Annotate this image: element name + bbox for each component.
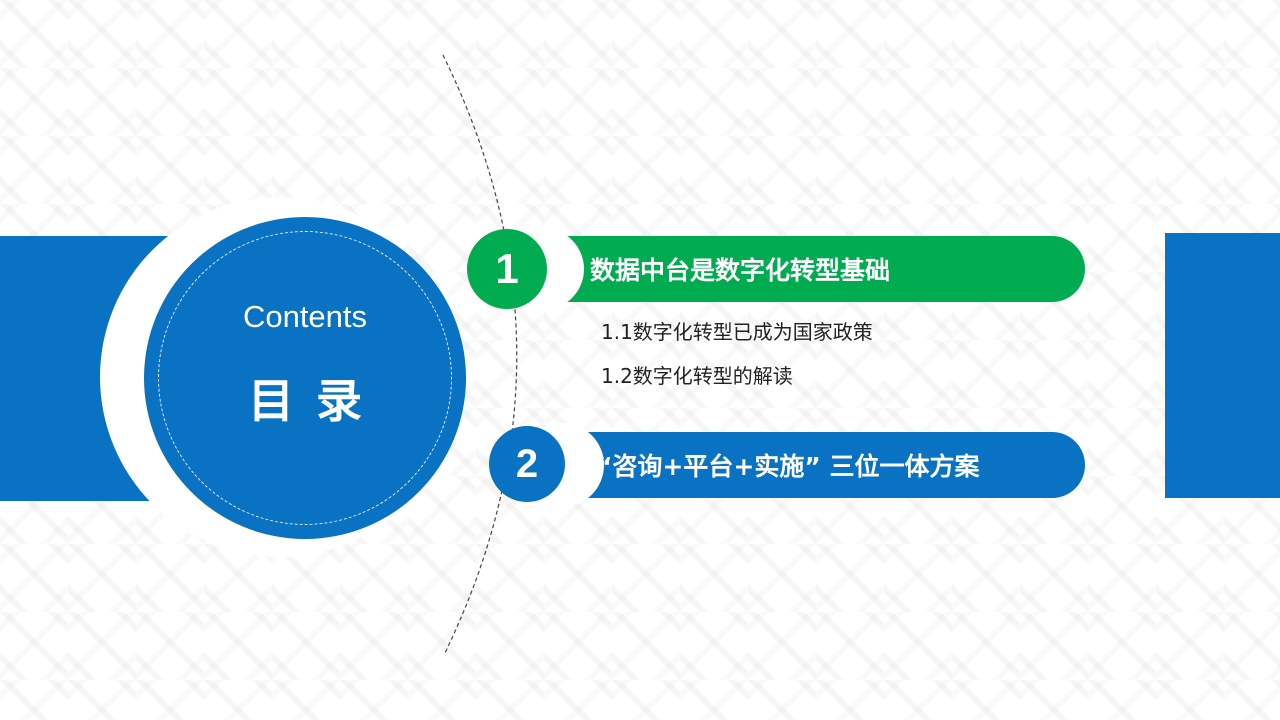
contents-circle-dashed-ring [158, 231, 452, 525]
section-2-title: “咨询+平台+实施” 三位一体方案 [596, 452, 980, 481]
section-1-number-badge: 1 [467, 229, 547, 309]
section-1-title: 数据中台是数字化转型基础 [590, 256, 891, 285]
contents-circle: Contents 目录 [144, 217, 466, 539]
section-1-subitem-1[interactable]: 1.1数字化转型已成为国家政策 [601, 320, 873, 344]
contents-title-cn: 目录 [248, 374, 384, 428]
section-2-number-badge: 2 [489, 426, 565, 502]
section-1-banner[interactable]: 数据中台是数字化转型基础 [502, 228, 1085, 310]
section-2-banner[interactable]: “咨询+平台+实施” 三位一体方案 [520, 423, 1085, 507]
section-1-subitem-2[interactable]: 1.2数字化转型的解读 [601, 364, 793, 388]
contents-title-en: Contents [242, 299, 368, 334]
right-decorative-block [1165, 233, 1280, 498]
